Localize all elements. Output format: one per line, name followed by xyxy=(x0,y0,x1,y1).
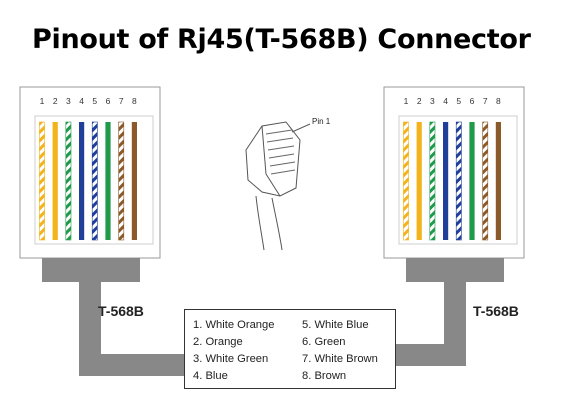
left-pin-number-5: 5 xyxy=(92,96,97,106)
right-pin-number-7: 7 xyxy=(483,96,488,106)
left-pin-number-8: 8 xyxy=(132,96,137,106)
left-pin-number-3: 3 xyxy=(66,96,71,106)
right-standard-label: T-568B xyxy=(473,303,519,319)
right-wire-pin-2 xyxy=(416,122,422,240)
right-wire-pin-1 xyxy=(403,121,409,241)
left-wires xyxy=(39,121,137,241)
right-wire-pin-5 xyxy=(455,121,462,241)
left-pin-number-1: 1 xyxy=(40,96,45,106)
right-pin-number-2: 2 xyxy=(417,96,422,106)
right-pin-number-5: 5 xyxy=(456,96,461,106)
cable xyxy=(79,282,466,376)
cable-right-run xyxy=(396,344,466,366)
right-wire-pin-6 xyxy=(469,122,475,240)
left-pin-number-7: 7 xyxy=(119,96,124,106)
right-connector-boot xyxy=(406,258,504,282)
left-pin-number-2: 2 xyxy=(53,96,58,106)
left-wire-pin-4 xyxy=(79,122,85,240)
legend-item-3: 3. White Green xyxy=(193,353,269,365)
legend-item-8: 8. Brown xyxy=(302,370,347,382)
rj45-plug-sketch xyxy=(245,121,311,251)
left-wire-pin-3 xyxy=(65,121,72,241)
cable-sketch-right xyxy=(271,197,283,251)
left-wire-pin-8 xyxy=(131,122,137,240)
right-pin-number-6: 6 xyxy=(470,96,475,106)
page-title: Pinout of Rj45(T-568B) Connector xyxy=(32,24,531,55)
legend-item-6: 6. Green xyxy=(302,336,346,348)
legend-item-1: 1. White Orange xyxy=(193,319,275,331)
right-pin-number-8: 8 xyxy=(496,96,501,106)
wire-color-legend: 1. White Orange 2. Orange 3. White Green… xyxy=(184,309,396,389)
right-pin-number-1: 1 xyxy=(404,96,409,106)
left-pin-number-4: 4 xyxy=(79,96,84,106)
right-pin-number-3: 3 xyxy=(430,96,435,106)
plug-contacts xyxy=(265,129,296,175)
cable-left-run xyxy=(79,354,187,376)
right-wires xyxy=(403,121,501,241)
plug-body-outline xyxy=(245,121,301,197)
legend-item-7: 7. White Brown xyxy=(302,353,378,365)
left-wire-pin-2 xyxy=(52,122,58,240)
legend-item-4: 4. Blue xyxy=(193,370,228,382)
left-wire-pin-7 xyxy=(118,121,125,241)
right-contact-frame xyxy=(398,115,518,245)
left-contact-frame xyxy=(34,115,154,245)
left-wire-pin-6 xyxy=(105,122,111,240)
cable-sketch-left xyxy=(255,195,265,251)
left-standard-label: T-568B xyxy=(98,303,144,319)
cable-left-drop xyxy=(79,282,101,376)
right-pin-number-4: 4 xyxy=(443,96,448,106)
right-wire-pin-3 xyxy=(429,121,436,241)
pin1-label: Pin 1 xyxy=(312,117,331,126)
right-wire-pin-8 xyxy=(495,122,501,240)
left-pin-number-6: 6 xyxy=(106,96,111,106)
left-wire-pin-5 xyxy=(91,121,98,241)
pin1-pointer-line xyxy=(291,123,311,133)
legend-item-5: 5. White Blue xyxy=(302,319,369,331)
left-wire-pin-1 xyxy=(39,121,45,241)
right-wire-pin-4 xyxy=(443,122,449,240)
plug-edge-line xyxy=(261,125,281,197)
legend-item-2: 2. Orange xyxy=(193,336,243,348)
left-connector-boot xyxy=(42,258,140,282)
right-wire-pin-7 xyxy=(482,121,489,241)
